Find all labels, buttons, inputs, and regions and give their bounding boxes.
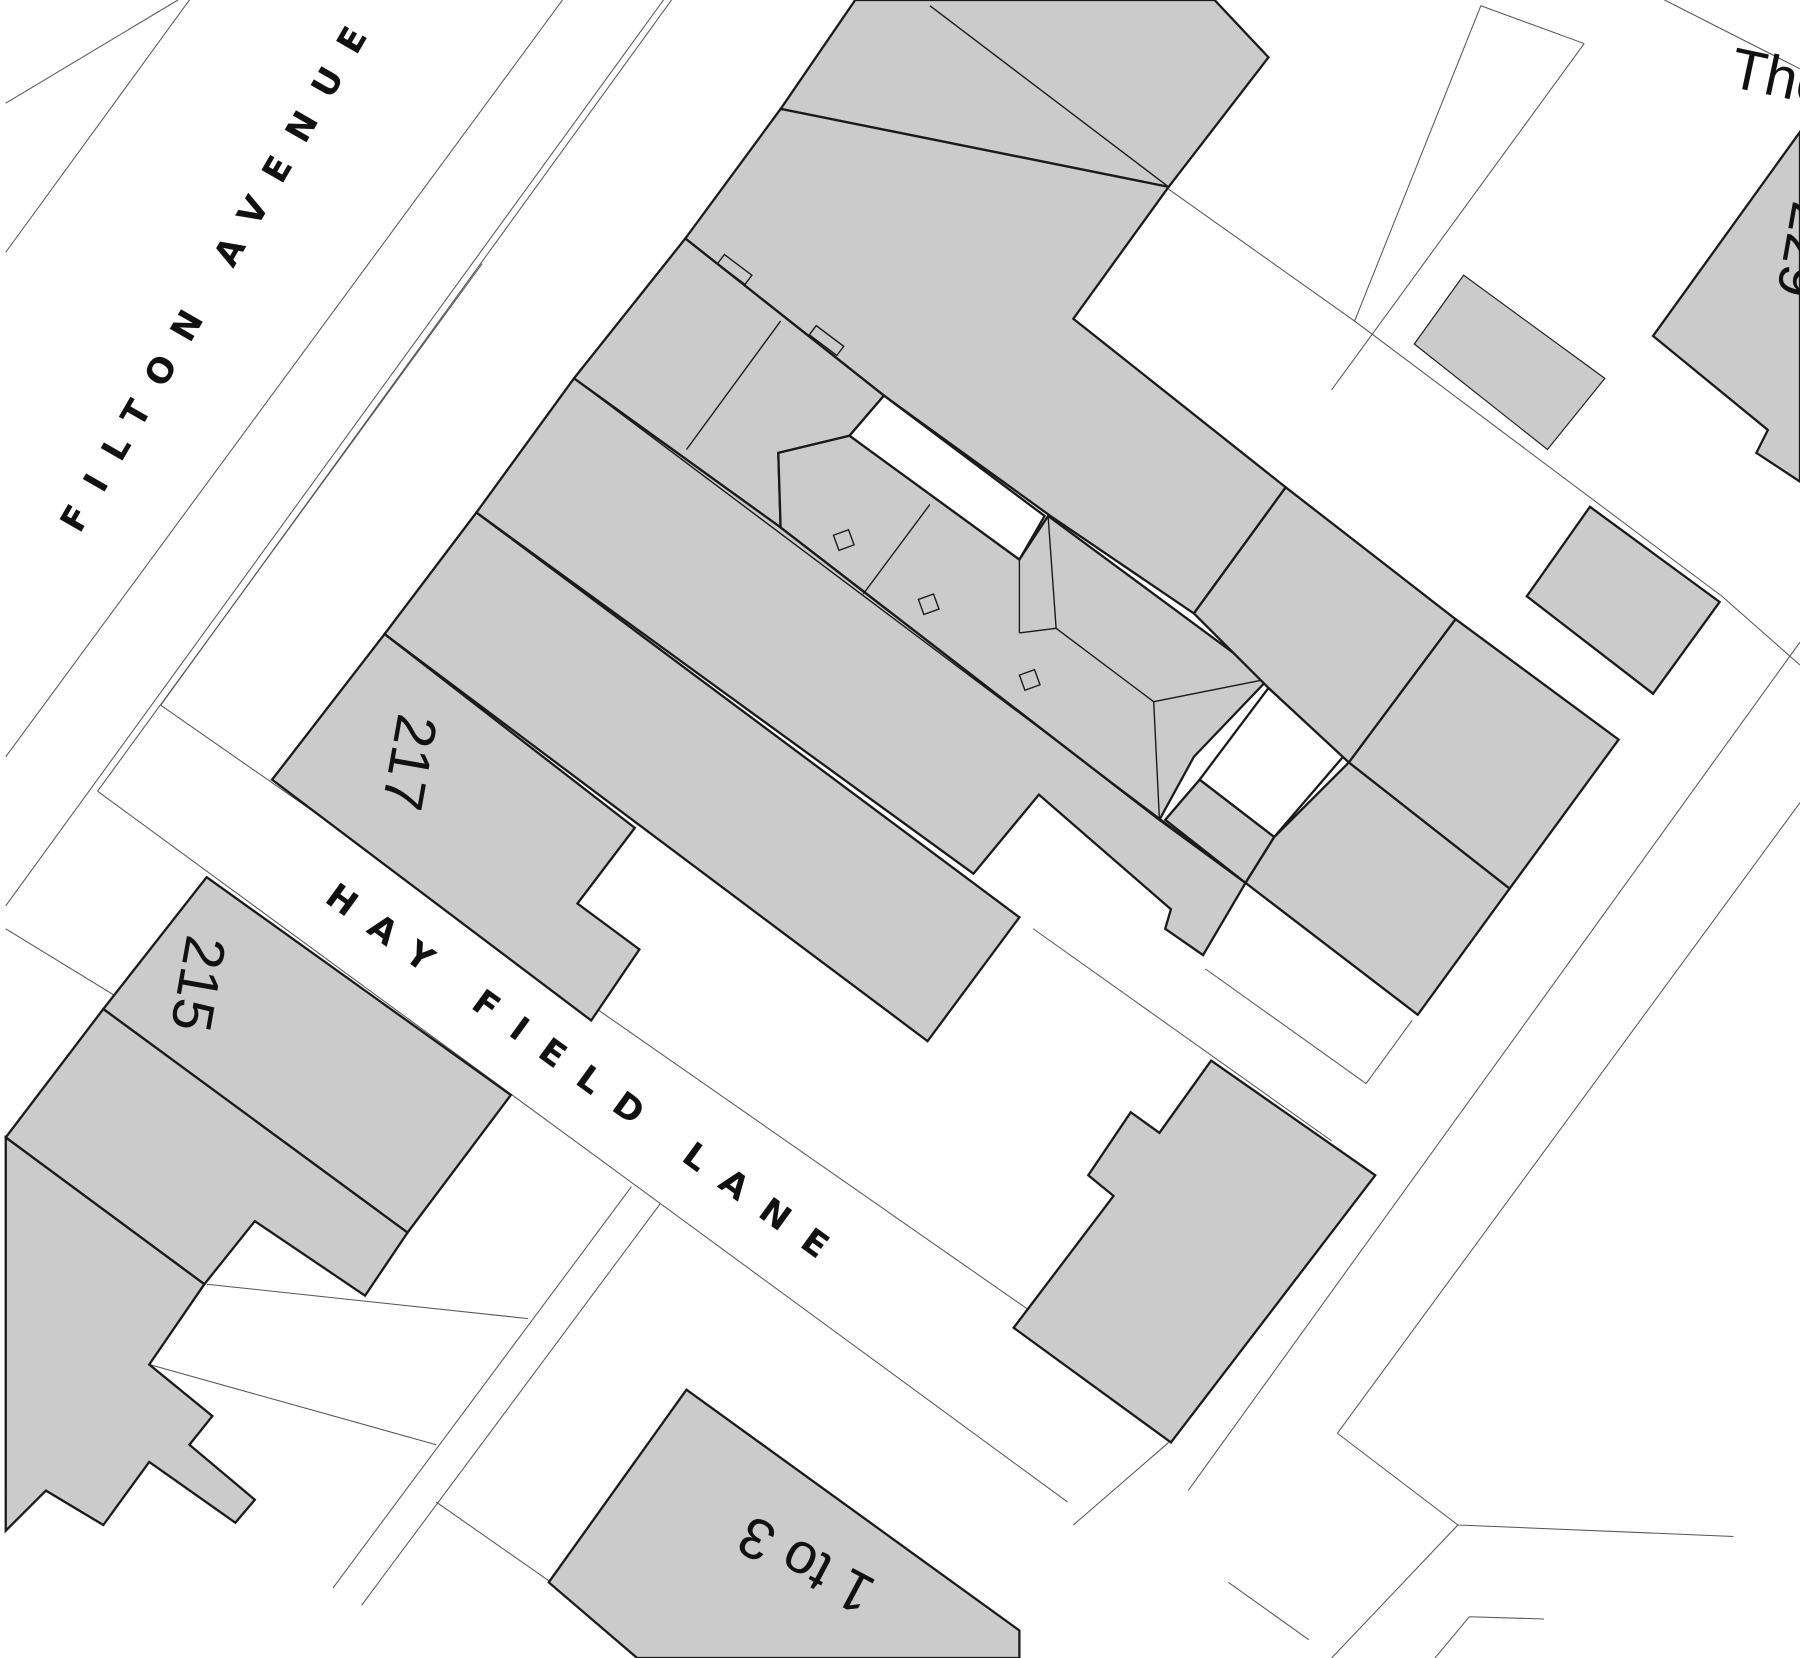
road-label-filton-avenue: FILTON AVENUE bbox=[53, 0, 387, 538]
building-229 bbox=[1651, 129, 1800, 483]
building bbox=[4, 1135, 257, 1534]
building bbox=[778, 0, 1271, 189]
building bbox=[1012, 1059, 1377, 1445]
outbuilding bbox=[1413, 274, 1606, 451]
buildings bbox=[4, 0, 1800, 1658]
partial-label: The bbox=[1725, 36, 1800, 119]
building-217 bbox=[270, 632, 641, 1023]
property-boundaries bbox=[5, 0, 1800, 1658]
building bbox=[1244, 760, 1512, 1017]
building bbox=[382, 510, 1021, 1043]
building bbox=[1525, 505, 1722, 696]
building bbox=[1192, 485, 1458, 765]
courtyard bbox=[847, 394, 1047, 562]
building-1-to-3 bbox=[547, 1388, 1021, 1658]
